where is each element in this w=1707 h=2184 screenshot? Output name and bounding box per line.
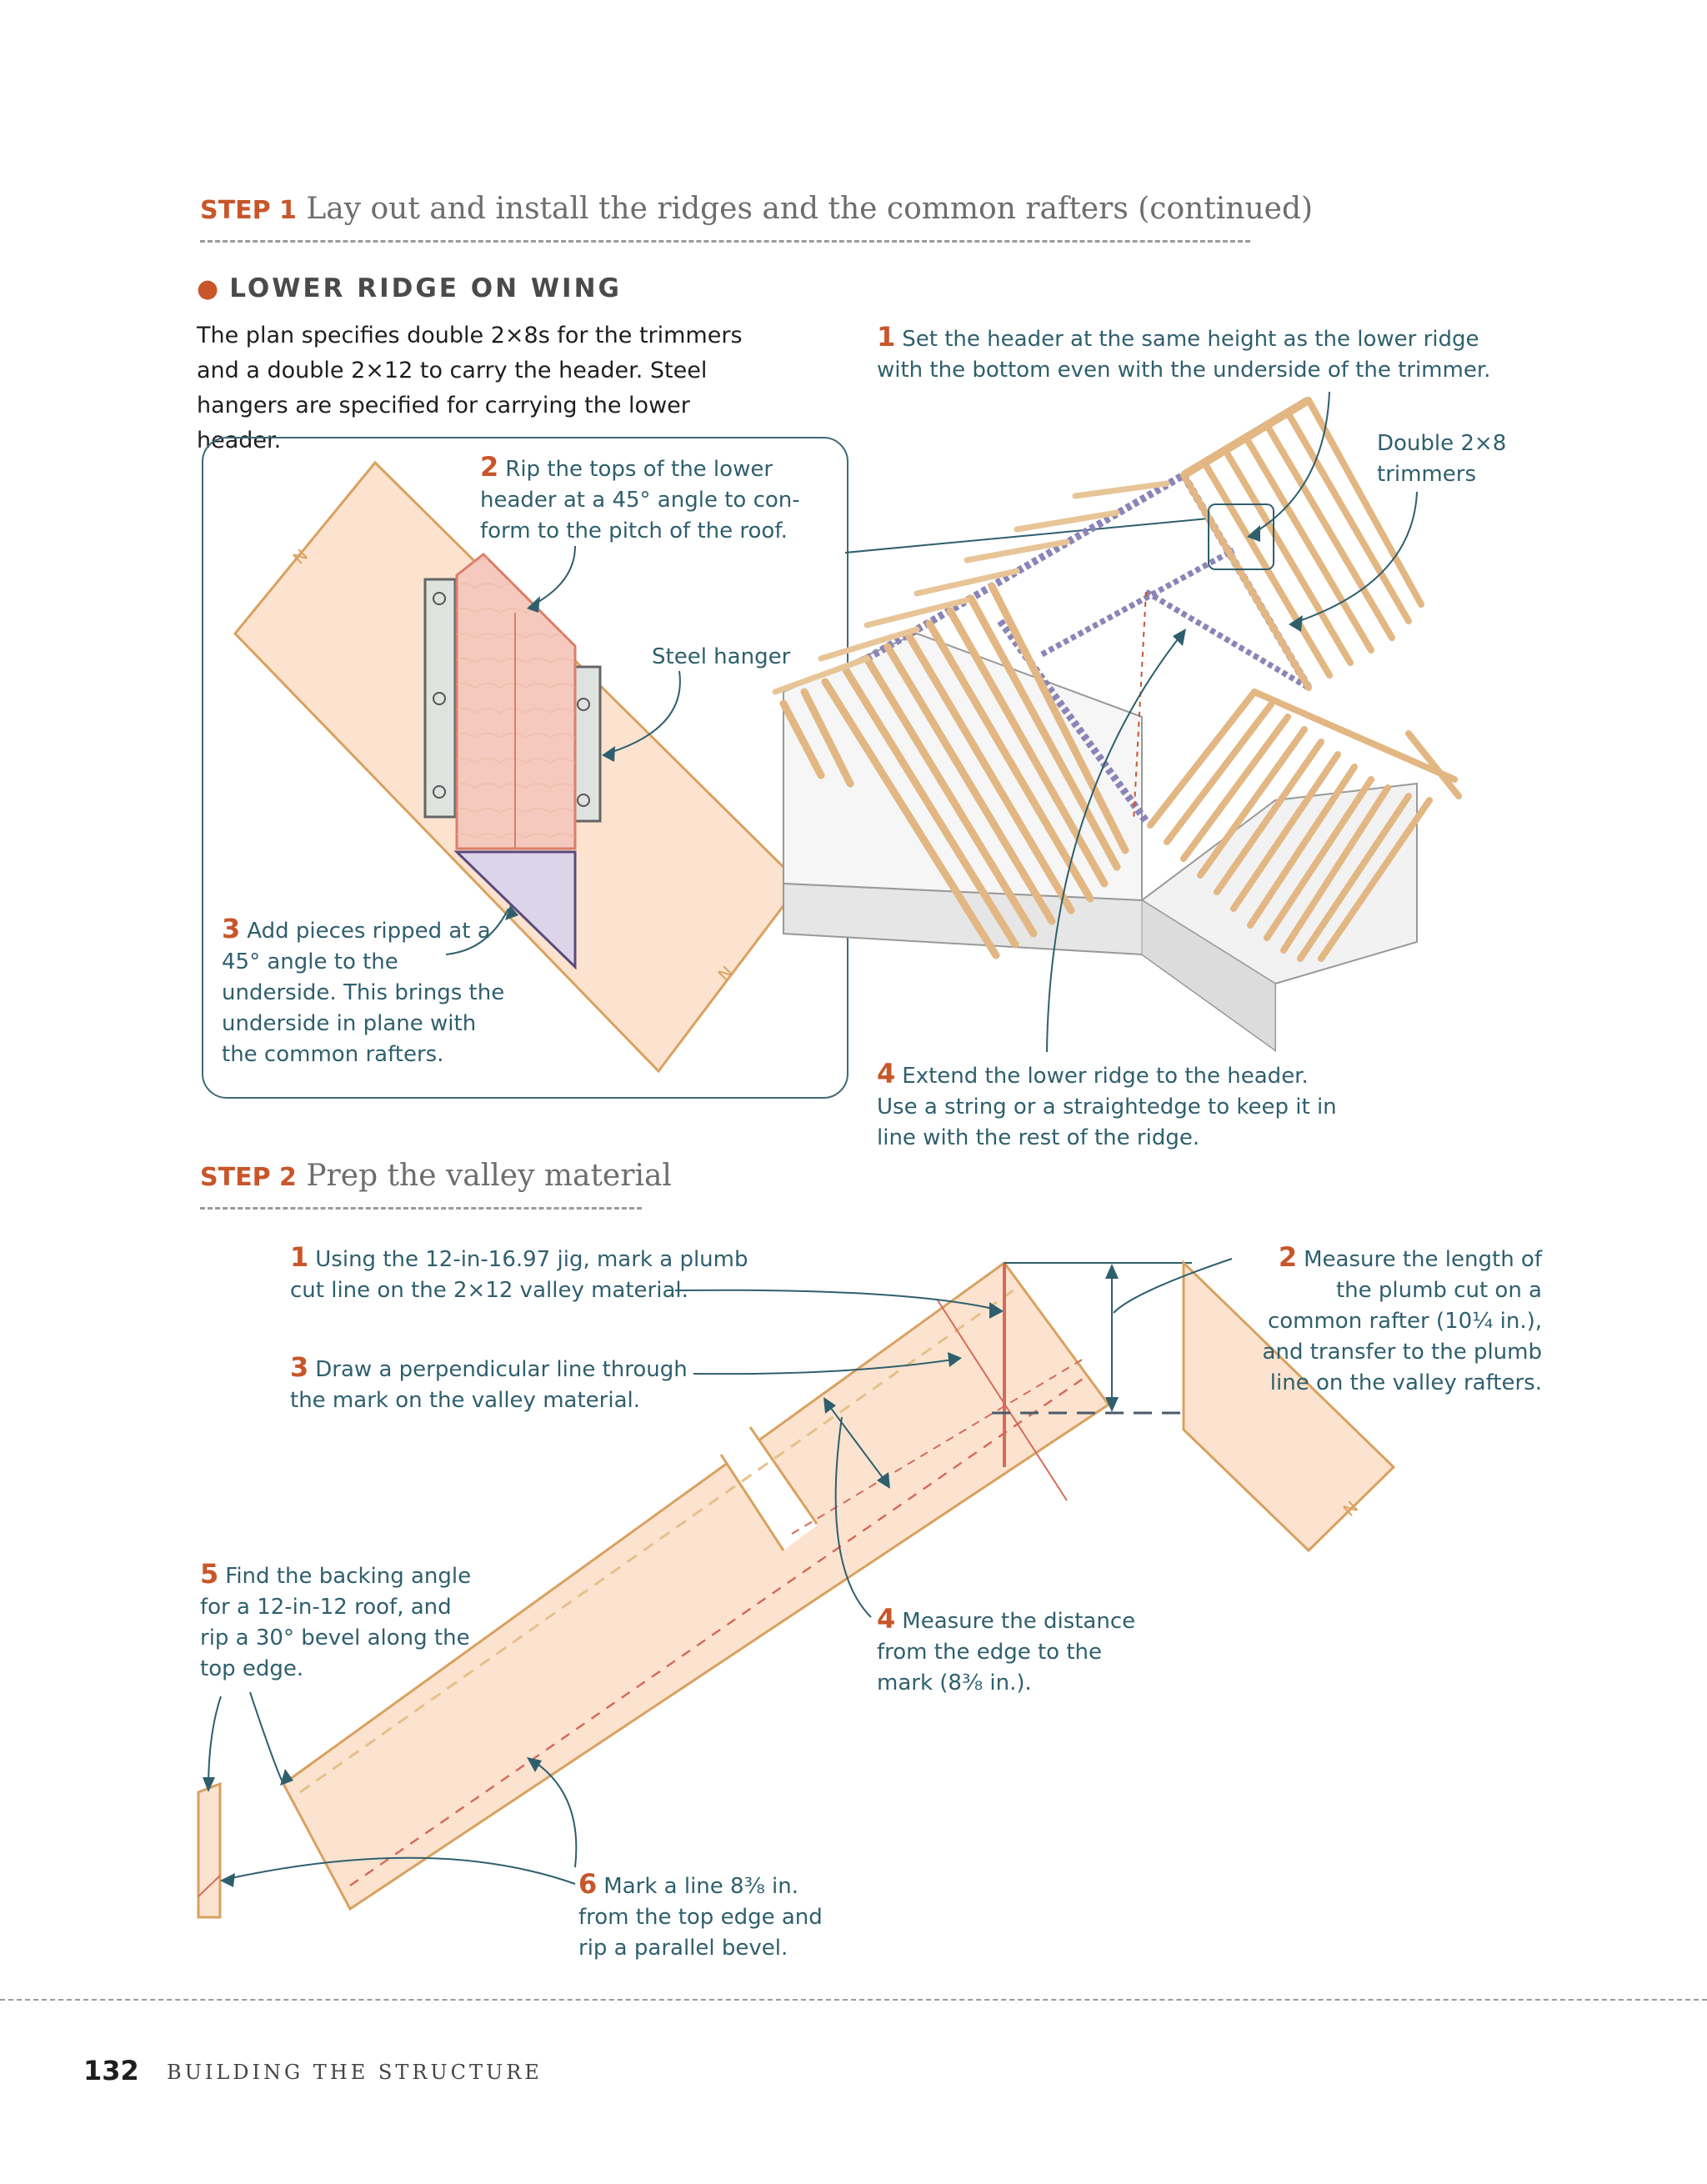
callout-text: Mark a line 8⅜ in. from the top edge and… bbox=[578, 1874, 823, 1961]
footer-divider bbox=[0, 1999, 1707, 2001]
running-footer-section: BUILDING THE STRUCTURE bbox=[167, 2061, 543, 2084]
callout-number: 1 bbox=[877, 321, 895, 353]
callout-text: Rip the tops of the lower header at a 45… bbox=[480, 457, 800, 543]
callout-number: 4 bbox=[877, 1603, 895, 1635]
callout-trimmers: Double 2×8 trimmers bbox=[1377, 428, 1510, 490]
callout-text: Using the 12-in-16.97 jig, mark a plumb … bbox=[290, 1247, 748, 1303]
callout-number: 4 bbox=[877, 1058, 895, 1089]
lower-header bbox=[457, 554, 575, 967]
callout-number: 6 bbox=[578, 1868, 597, 1900]
callout-number: 3 bbox=[222, 913, 240, 944]
callout-number: 2 bbox=[480, 451, 498, 483]
callout-text: Draw a perpendicular line through the ma… bbox=[290, 1357, 688, 1413]
callout-number: 2 bbox=[1279, 1241, 1297, 1273]
callout-number: 5 bbox=[200, 1558, 218, 1590]
step2-heading: STEP 2 Prep the valley material bbox=[200, 1159, 672, 1193]
callout-text: Find the backing angle for a 12-in-12 ro… bbox=[200, 1564, 471, 1681]
callout-text: Measure the length of the plumb cut on a… bbox=[1263, 1247, 1542, 1395]
callout-text: Set the header at the same height as the… bbox=[877, 327, 1490, 383]
page-number: 132 bbox=[83, 2055, 139, 2086]
callout-text: Extend the lower ridge to the header. Us… bbox=[877, 1064, 1337, 1150]
step2-divider bbox=[200, 1207, 642, 1210]
callout-number: 1 bbox=[290, 1241, 308, 1273]
roof-illustration bbox=[775, 400, 1459, 1050]
callout-steel-hanger: Steel hanger bbox=[652, 642, 790, 673]
callout-text: Add pieces ripped at a 45° angle to the … bbox=[222, 919, 504, 1067]
valley-end-section bbox=[198, 1784, 220, 1917]
step2-title: Prep the valley material bbox=[306, 1159, 672, 1193]
callout-number: 3 bbox=[290, 1351, 308, 1383]
callout-text: Measure the distance from the edge to th… bbox=[877, 1609, 1135, 1696]
step2-tag: STEP 2 bbox=[200, 1163, 297, 1192]
